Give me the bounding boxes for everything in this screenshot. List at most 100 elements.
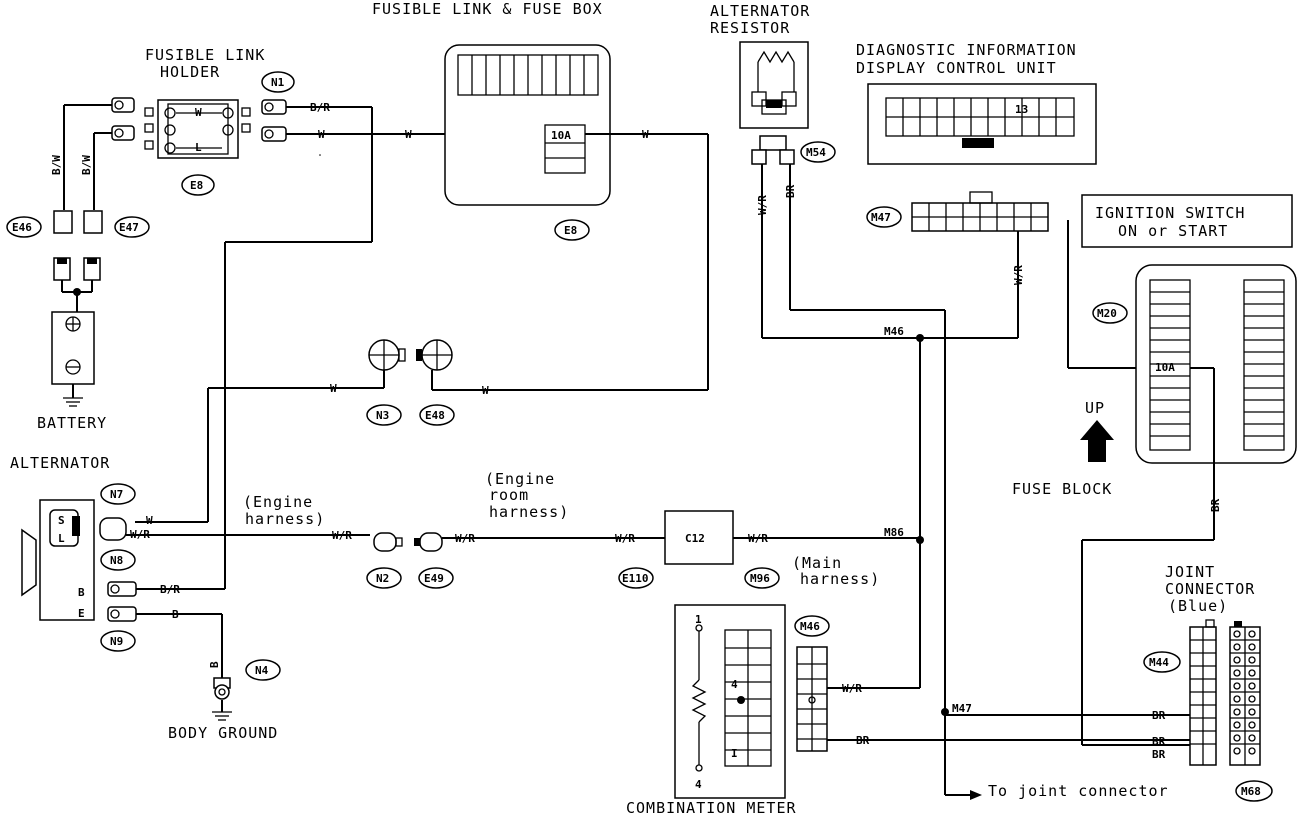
fuse-10a-1: 10A [551, 129, 571, 142]
connector-n8 [100, 549, 136, 571]
connector-n1-label: N1 [271, 76, 285, 89]
joint-terminal [1233, 721, 1241, 729]
alternator-e-label: E [78, 607, 85, 620]
connector-m46-label: M46 [800, 620, 820, 633]
fusible-link-holder: W L [144, 99, 251, 159]
fusible-link-fuse-box-title: FUSIBLE LINK & FUSE BOX [372, 0, 603, 18]
m46-connector [796, 646, 828, 752]
connector-m96 [744, 567, 780, 589]
alternator-b-label: B [78, 586, 85, 599]
connector-e8-fusebox [554, 219, 590, 241]
holder-l-label: L [195, 141, 202, 154]
connector-n2 [366, 567, 402, 589]
meter-pin-4: 4 [695, 778, 702, 791]
diag-unit-title-line1: DIAGNOSTIC INFORMATION [856, 41, 1077, 59]
alternator-s-label: S [58, 514, 65, 527]
alternator-label: ALTERNATOR [10, 454, 110, 472]
alternator-l-label: L [58, 532, 65, 545]
m47-connector [911, 191, 1049, 232]
joint-connector-m44 [1189, 619, 1217, 766]
connector-n4-label: N4 [255, 664, 269, 677]
fuse-block-slots [1150, 291, 1284, 437]
wire-w-3: W [642, 128, 649, 141]
engine-room-label-line3: harness) [489, 503, 569, 521]
joint-connector-label-line3: (Blue) [1168, 597, 1228, 615]
wire-b-2: B [208, 661, 221, 668]
joint-terminal [1233, 734, 1241, 742]
diag-unit-title-line2: DISPLAY CONTROL UNIT [856, 59, 1057, 77]
fusible-link-holder-title-line1: FUSIBLE LINK [145, 46, 265, 64]
joint-terminal [1248, 630, 1256, 638]
engine-harness-label-line1: (Engine [243, 493, 313, 511]
wire-wr-2: W/R [332, 529, 352, 542]
joint-terminal [1233, 669, 1241, 677]
battery [51, 210, 103, 407]
connector-m47-top [866, 206, 902, 228]
connector-n1 [261, 71, 295, 93]
m68-connector-cells [1230, 630, 1260, 755]
fuse-block [1135, 264, 1297, 464]
wire-w-1: W [318, 128, 325, 141]
wire-w-6: W [146, 514, 153, 527]
alternator: S L B E [21, 499, 95, 621]
connector-e8-fusebox-label: E8 [564, 224, 577, 237]
engine-harness-label-line2: harness) [245, 510, 325, 528]
main-harness-label-line1: (Main [792, 554, 842, 572]
ignition-switch-box [1081, 194, 1293, 248]
wire-br-2: B/R [160, 583, 180, 596]
body-ground-label: BODY GROUND [168, 724, 278, 742]
to-joint-arrow-icon [970, 790, 982, 800]
joint-terminal [1248, 656, 1256, 664]
fuse-box: 10A [444, 44, 611, 206]
c12-connector-box [664, 510, 734, 565]
wire-wr-7: W/R [1012, 265, 1025, 285]
engine-room-label-line1: (Engine [485, 470, 555, 488]
wire-wr-5: W/R [748, 532, 768, 545]
connector-e110 [618, 567, 654, 589]
joint-terminal [1248, 643, 1256, 651]
connector-m96-label: M96 [750, 572, 770, 585]
connector-m68-label: M68 [1241, 785, 1261, 798]
fuse-block-label: FUSE BLOCK [1012, 480, 1112, 498]
alternator-resistor [739, 41, 809, 129]
connector-n2-label: N2 [376, 572, 389, 585]
combination-meter-label: COMBINATION METER [626, 799, 797, 816]
connector-e46 [6, 216, 42, 238]
wire-w-2: W [405, 128, 412, 141]
body-ground [212, 677, 232, 721]
wire-bw-1: B/W [50, 155, 63, 175]
wire-w-5: W [330, 382, 337, 395]
joint-terminal [1233, 656, 1241, 664]
connector-m44-label: M44 [1149, 656, 1169, 669]
wire-br-3: BR [784, 184, 797, 198]
connector-n7-label: N7 [110, 488, 123, 501]
connector-n9-label: N9 [110, 635, 123, 648]
joint-connector-label-line1: JOINT [1165, 563, 1215, 581]
wire-wr-6: W/R [756, 195, 769, 215]
connector-m68 [1235, 780, 1273, 802]
connector-e8-holder [181, 174, 215, 196]
joint-terminal [1248, 682, 1256, 690]
up-arrow-icon [1080, 420, 1114, 462]
connector-m46 [794, 615, 830, 637]
wire-wr-8: W/R [842, 682, 862, 695]
up-label: UP [1085, 399, 1105, 417]
connector-m20-label: M20 [1097, 307, 1117, 320]
wire-w-4: W [482, 384, 489, 397]
wire-b-1: B [172, 608, 179, 621]
meter-connector-cells [725, 647, 771, 751]
diagnostic-unit: 13 [867, 83, 1097, 165]
to-joint-connector-label: To joint connector [988, 782, 1169, 800]
wire-wr-4: W/R [615, 532, 635, 545]
connector-e48 [419, 404, 455, 426]
splice-m86: M86 [884, 526, 904, 539]
fuse-10a-2: 10A [1155, 361, 1175, 374]
connector-e110-label: E110 [622, 572, 649, 585]
fusible-link-holder-title-line2: HOLDER [160, 63, 220, 81]
wire-br-8: BR [1152, 748, 1166, 761]
alternator-resistor-title-line2: RESISTOR [710, 19, 790, 37]
main-harness-label-line2: harness) [800, 570, 880, 588]
joint-terminal [1233, 747, 1241, 755]
joint-terminal [1233, 695, 1241, 703]
